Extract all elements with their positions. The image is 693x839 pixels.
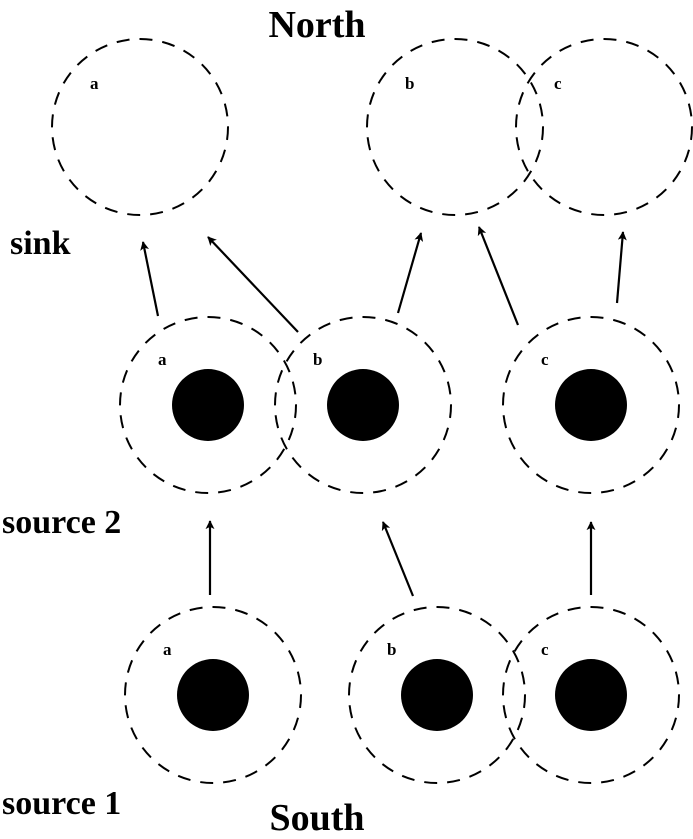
node-sink-b: b — [366, 38, 544, 216]
dashed-range-circle — [502, 316, 680, 494]
source2-row-label: source 2 — [2, 504, 121, 541]
source-dot — [327, 369, 399, 441]
arrow-source2-a-to-sink-a — [140, 241, 160, 317]
node-letter-label: c — [541, 640, 549, 659]
dashed-range-circle — [502, 606, 680, 784]
source-dot — [401, 659, 473, 731]
arrow-source2-c-to-sink-b — [477, 226, 520, 326]
node-letter-label: c — [541, 350, 549, 369]
south-label: South — [269, 797, 364, 839]
source1-row-label: source 1 — [2, 785, 121, 822]
arrow-source1-b-to-source2-b — [381, 521, 415, 597]
source-dot — [172, 369, 244, 441]
arrow-source2-b-to-sink-b — [396, 232, 424, 314]
dashed-range-circle — [51, 38, 229, 216]
dashed-range-circle — [119, 316, 297, 494]
node-letter-label: b — [405, 74, 414, 93]
north-label: North — [268, 4, 365, 46]
dashed-range-circle — [515, 38, 693, 216]
node-source1-b: b — [348, 606, 526, 784]
node-sink-a: a — [51, 38, 229, 216]
node-sink-c: c — [515, 38, 693, 216]
nodes-layer: a b c a b c a b c — [51, 38, 693, 784]
node-source2-a: a — [119, 316, 297, 494]
node-letter-label: a — [90, 74, 99, 93]
source-dot — [177, 659, 249, 731]
node-letter-label: b — [313, 350, 322, 369]
node-letter-label: a — [163, 640, 172, 659]
arrow-source2-c-to-sink-c — [615, 231, 627, 304]
dashed-range-circle — [366, 38, 544, 216]
source-dot — [555, 659, 627, 731]
node-letter-label: a — [158, 350, 167, 369]
arrow-source2-b-to-sink-a — [207, 236, 299, 333]
node-source2-c: c — [502, 316, 680, 494]
node-source2-b: b — [274, 316, 452, 494]
edges-layer — [140, 226, 627, 597]
node-source1-c: c — [502, 606, 680, 784]
dashed-range-circle — [348, 606, 526, 784]
source-dot — [555, 369, 627, 441]
node-source1-a: a — [124, 606, 302, 784]
dashed-range-circle — [274, 316, 452, 494]
node-letter-label: c — [554, 74, 562, 93]
sink-row-label: sink — [10, 225, 71, 262]
node-letter-label: b — [387, 640, 396, 659]
dashed-range-circle — [124, 606, 302, 784]
